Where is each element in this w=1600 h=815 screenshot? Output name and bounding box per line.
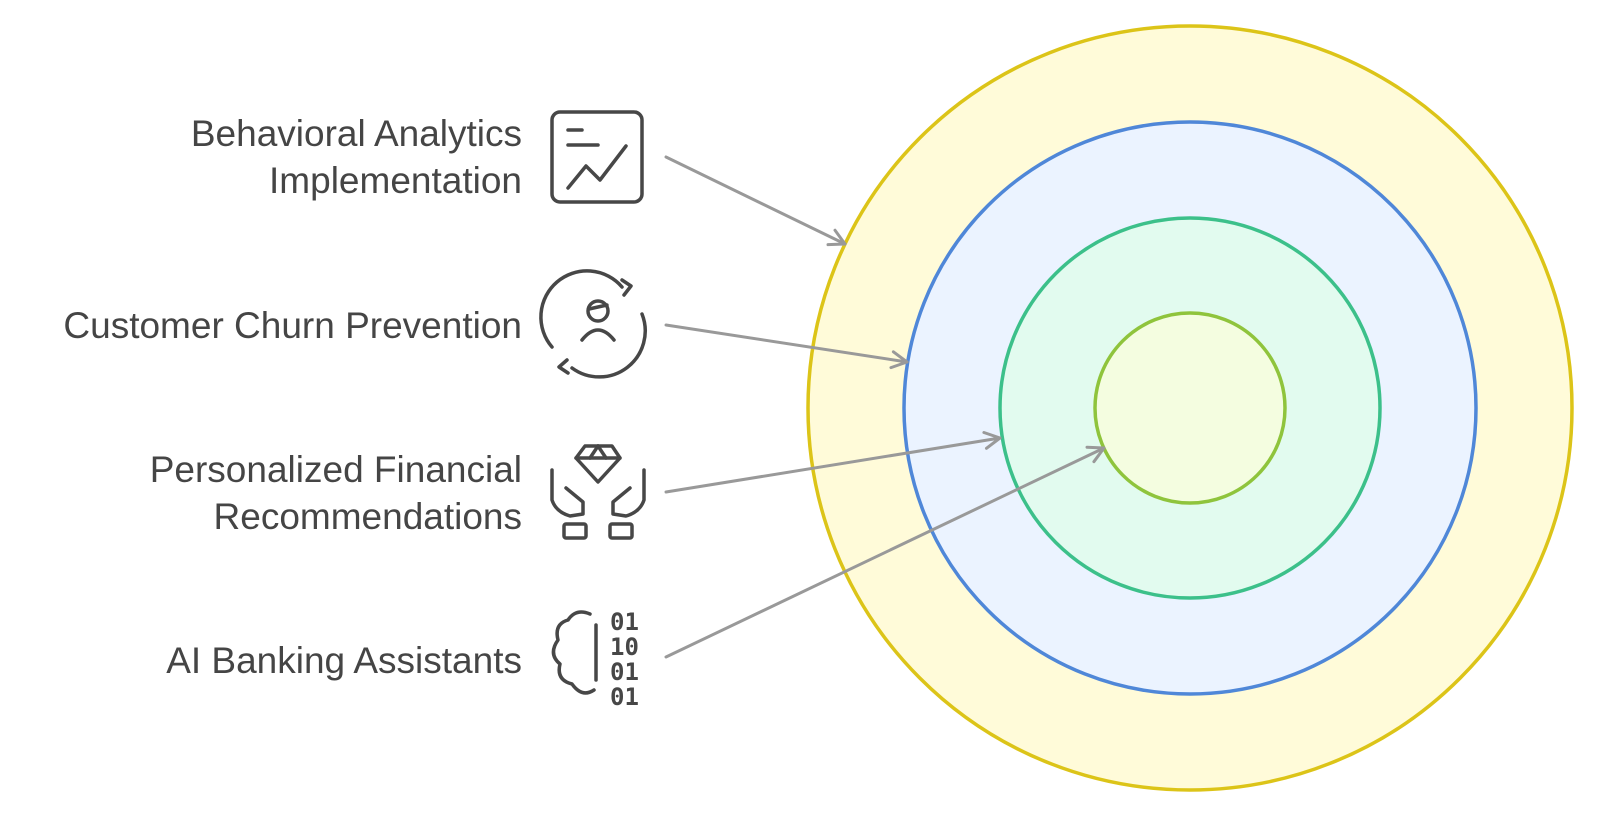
binary-row-1: 01 (610, 608, 639, 636)
label-ai-assistants: AI Banking Assistants (166, 637, 522, 684)
binary-row-4: 01 (610, 683, 639, 711)
label-line: Recommendations (213, 496, 522, 537)
connector-arrows (664, 155, 1106, 659)
arrow-churn-prevention (664, 323, 909, 370)
arrow-financial-recommendations (664, 430, 1002, 494)
chart-trend-icon (550, 110, 644, 204)
label-financial-recommendations: Personalized Financial Recommendations (150, 446, 522, 540)
label-churn-prevention: Customer Churn Prevention (63, 302, 522, 349)
customer-cycle-icon (539, 269, 647, 379)
arrow-ai-assistants (664, 445, 1106, 659)
label-line: Behavioral Analytics (190, 113, 522, 154)
binary-row-3: 01 (610, 658, 639, 686)
label-line: Implementation (269, 160, 522, 201)
diamond-hands-icon (550, 444, 646, 540)
label-line: Personalized Financial (149, 449, 522, 490)
target-rings (806, 24, 1574, 792)
label-behavioral-analytics: Behavioral Analytics Implementation (191, 110, 522, 204)
arrow-behavioral-analytics (664, 155, 847, 247)
binary-row-2: 10 (610, 633, 639, 661)
label-line: AI Banking Assistants (166, 640, 522, 681)
brain-binary-icon: 01 10 01 01 (551, 608, 639, 711)
label-line: Customer Churn Prevention (63, 305, 522, 346)
inner-ring (1093, 311, 1287, 505)
